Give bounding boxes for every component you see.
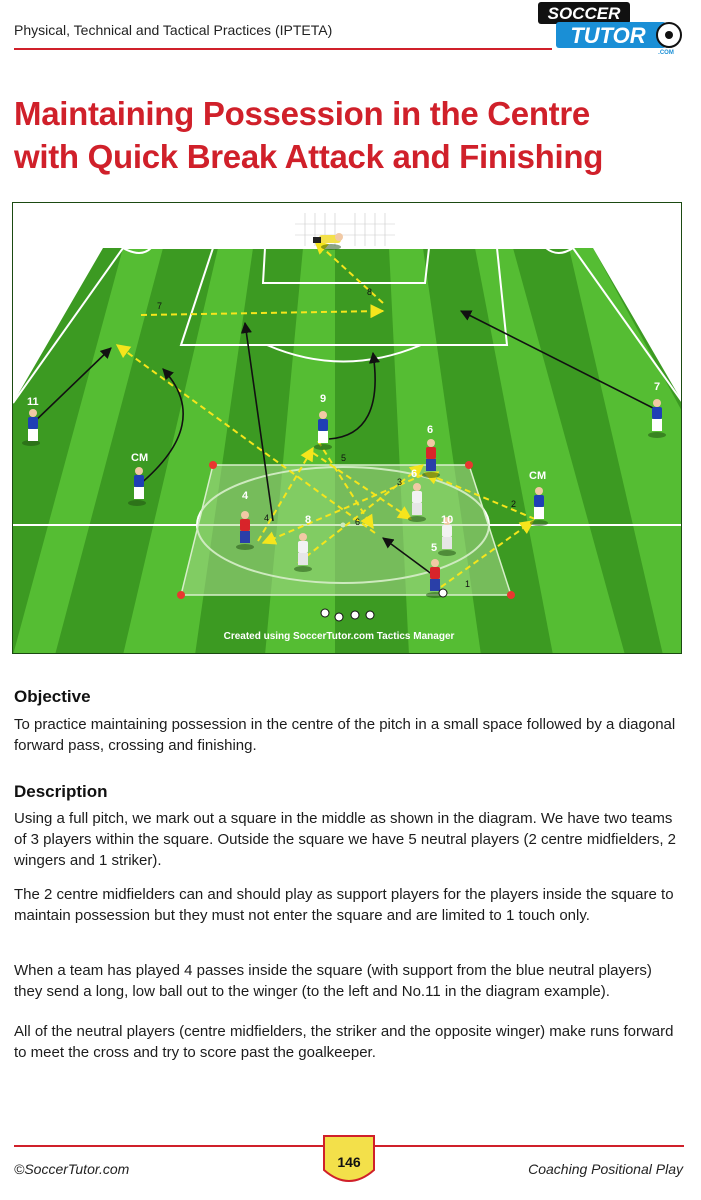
run-7 <box>460 310 654 409</box>
player-labels: 11 7 9 CM CM 6 4 5 8 10 6 <box>27 381 660 554</box>
player-red-4 <box>236 511 254 550</box>
footer-copyright: ©SoccerTutor.com <box>14 1161 130 1177</box>
run-cm-left <box>138 368 184 486</box>
players <box>22 233 666 622</box>
player-blue-11 <box>22 409 40 446</box>
run-red-4 <box>240 321 274 522</box>
footer-book-title: Coaching Positional Play <box>528 1161 683 1177</box>
label-white-10: 10 <box>441 514 453 526</box>
pass-num-6: 6 <box>355 517 360 527</box>
label-7-right: 7 <box>654 381 660 393</box>
run-red-5 <box>382 537 434 576</box>
player-white-10 <box>438 517 456 556</box>
pass-inner-b <box>297 464 425 564</box>
label-red-5: 5 <box>431 542 437 554</box>
player-blue-7 <box>648 399 666 438</box>
pass-num-8: 8 <box>367 287 372 297</box>
page-number-badge <box>323 1135 375 1182</box>
description-paragraph-2: The 2 centre midfielders can and should … <box>14 886 674 924</box>
pass-6 <box>115 344 376 534</box>
logo-domain: .COM <box>658 50 674 56</box>
pass-8 <box>313 240 384 304</box>
pass-num-2: 2 <box>511 499 516 509</box>
player-blue-cm-left <box>128 467 146 506</box>
pass-4 <box>257 446 314 542</box>
player-red-5 <box>426 559 448 598</box>
run-lines <box>30 310 654 576</box>
description-paragraph-1: Using a full pitch, we mark out a square… <box>14 810 677 869</box>
page-number: 146 <box>337 1154 361 1170</box>
logo-bottom-plate <box>556 22 666 48</box>
player-blue-9 <box>314 411 332 450</box>
pass-num-5: 5 <box>341 453 346 463</box>
run-11 <box>30 347 112 426</box>
description-heading: Description <box>14 782 108 801</box>
pass-1 <box>440 520 535 588</box>
run-9 <box>328 351 380 440</box>
pitch-svg: 11 7 9 CM CM 6 4 5 8 10 6 1 2 3 4 5 6 7 … <box>13 203 681 653</box>
label-white-8: 8 <box>305 514 311 526</box>
player-white-6 <box>408 483 426 522</box>
shield-icon <box>323 1135 375 1182</box>
label-cm-right: CM <box>529 470 546 482</box>
pass-3 <box>261 474 424 545</box>
pass-lines <box>115 240 536 588</box>
label-11: 11 <box>27 396 39 408</box>
diagram-credit: Created using SoccerTutor.com Tactics Ma… <box>224 631 455 642</box>
pass-num-3: 3 <box>397 477 402 487</box>
header-section-title: Physical, Technical and Tactical Practic… <box>14 22 333 38</box>
logo-top-plate <box>538 2 630 24</box>
goal <box>293 211 397 248</box>
pass-num-7: 7 <box>157 301 162 311</box>
tactics-diagram: 11 7 9 CM CM 6 4 5 8 10 6 1 2 3 4 5 6 7 … <box>12 202 682 654</box>
description-paragraph-3: When a team has played 4 passes inside t… <box>14 962 652 1000</box>
pass-num-4: 4 <box>264 513 269 523</box>
player-red-6 <box>422 439 440 478</box>
label-red-4: 4 <box>242 490 249 502</box>
label-9: 9 <box>320 393 326 405</box>
description-paragraph-4: All of the neutral players (centre midfi… <box>14 1023 674 1061</box>
objective-text: To practice maintaining possession in th… <box>14 716 676 754</box>
player-blue-cm-right <box>530 487 548 526</box>
title-line-2: with Quick Break Attack and Finishing <box>14 138 604 175</box>
player-white-8 <box>294 533 312 572</box>
zone-cones <box>177 461 515 599</box>
label-white-6: 6 <box>411 468 417 480</box>
pass-num-1: 1 <box>465 579 470 589</box>
balls-icon <box>320 608 375 622</box>
pass-7 <box>140 304 385 319</box>
label-cm-left: CM <box>131 452 148 464</box>
logo-top-text: SOCCER <box>548 4 621 23</box>
soccertutor-logo: SOCCER TUTOR .COM <box>538 2 682 56</box>
pass-number-labels: 1 2 3 4 5 6 7 8 <box>157 287 516 589</box>
label-red-6: 6 <box>427 424 433 436</box>
logo-bottom-text: TUTOR <box>570 23 645 48</box>
header-rule <box>14 48 552 50</box>
objective-heading: Objective <box>14 687 91 706</box>
page-title: Maintaining Possession in the Centre wit… <box>14 92 694 178</box>
goalkeeper <box>313 233 343 250</box>
title-line-1: Maintaining Possession in the Centre <box>14 95 590 132</box>
pass-5 <box>317 440 374 530</box>
